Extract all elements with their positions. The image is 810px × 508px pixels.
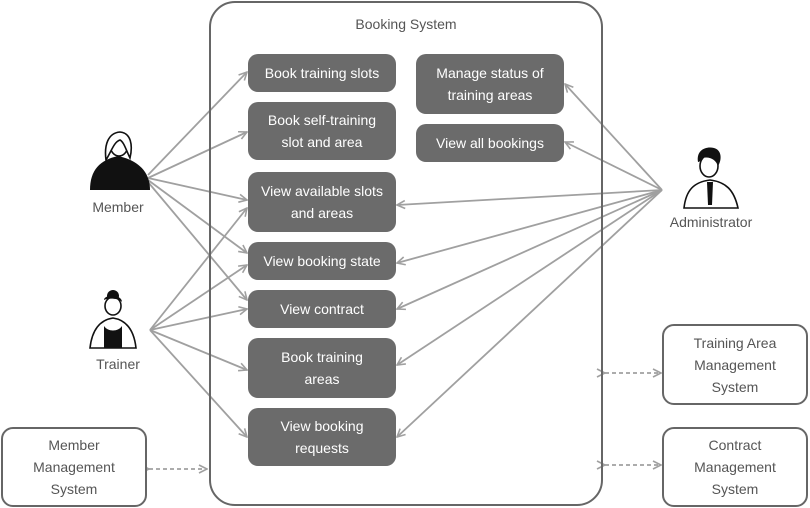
actor-label-administrator: Administrator [669,214,753,230]
external-system-member-management[interactable]: Member Management System [1,427,147,507]
external-system-training-area-management[interactable]: Training Area Management System [662,324,808,405]
system-title: Booking System [355,16,457,32]
external-system-contract-management[interactable]: Contract Management System [662,427,808,507]
external-connectors [149,373,661,469]
use-case-book-training-slots[interactable]: Book training slots [248,54,396,92]
administrator-figure-icon [683,147,739,209]
use-case-view-booking-requests[interactable]: View booking requests [248,408,396,466]
use-case-view-contract[interactable]: View contract [248,290,396,328]
use-case-view-available-slots-and-areas[interactable]: View available slots and areas [248,172,396,232]
use-case-manage-status-of-training-areas[interactable]: Manage status of training areas [416,54,564,114]
trainer-figure-icon [89,290,137,349]
member-associations [147,72,247,300]
use-case-book-self-training-slot-and-area[interactable]: Book self-training slot and area [248,102,396,160]
administrator-associations [397,84,663,437]
actor-label-member: Member [92,199,144,215]
trainer-associations [149,208,247,437]
system-boundary [209,1,603,506]
actor-label-trainer: Trainer [96,356,140,372]
use-case-view-all-bookings[interactable]: View all bookings [416,124,564,162]
use-case-view-booking-state[interactable]: View booking state [248,242,396,280]
use-case-book-training-areas[interactable]: Book training areas [248,338,396,398]
member-figure-icon [90,131,150,190]
